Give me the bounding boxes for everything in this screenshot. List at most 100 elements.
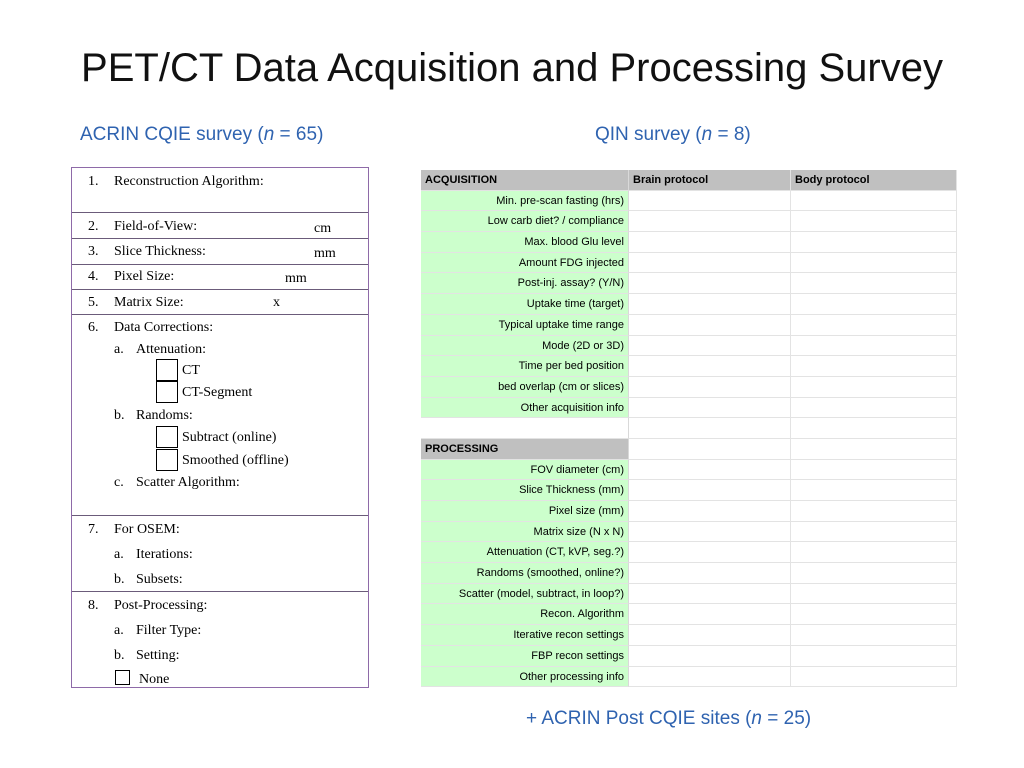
brain-protocol-cell[interactable] bbox=[629, 625, 791, 646]
brain-protocol-cell[interactable] bbox=[629, 232, 791, 253]
subquestion-label: Filter Type: bbox=[136, 623, 202, 638]
row-label: Post-inj. assay? (Y/N) bbox=[421, 273, 629, 295]
body-protocol-cell[interactable] bbox=[791, 397, 957, 419]
brain-protocol-cell[interactable] bbox=[629, 252, 791, 274]
row-label: FBP recon settings bbox=[421, 645, 629, 667]
brain-protocol-cell[interactable] bbox=[629, 335, 791, 357]
brain-protocol-cell[interactable] bbox=[629, 521, 791, 543]
question-number: 1. bbox=[88, 174, 99, 189]
brain-protocol-cell[interactable] bbox=[629, 583, 791, 605]
brain-protocol-cell[interactable] bbox=[629, 314, 791, 336]
brain-protocol-cell[interactable] bbox=[629, 273, 791, 295]
caption-text: ACRIN CQIE survey ( bbox=[80, 124, 264, 145]
question-label: For OSEM: bbox=[114, 522, 180, 537]
row-label: Other acquisition info bbox=[421, 397, 629, 419]
body-protocol-cell[interactable] bbox=[791, 521, 957, 543]
subquestion-label: Iterations: bbox=[136, 547, 193, 562]
question-number: 6. bbox=[88, 320, 99, 335]
body-protocol-cell[interactable] bbox=[791, 252, 957, 274]
body-protocol-cell[interactable] bbox=[791, 335, 957, 357]
row-label: Scatter (model, subtract, in loop?) bbox=[421, 583, 629, 605]
form-section-fov: 2. Field-of-View: cm bbox=[72, 213, 368, 239]
caption-text: = 25) bbox=[762, 708, 812, 729]
question-number: 8. bbox=[88, 598, 99, 613]
body-protocol-cell[interactable] bbox=[791, 604, 957, 626]
brain-protocol-cell[interactable] bbox=[629, 376, 791, 398]
form-section-recon: 1. Reconstruction Algorithm: bbox=[72, 168, 368, 213]
body-protocol-cell[interactable] bbox=[791, 645, 957, 667]
blank-cell bbox=[791, 438, 957, 460]
table-row: FOV diameter (cm) bbox=[421, 459, 957, 481]
header-cell-brain: Brain protocol bbox=[629, 170, 791, 191]
table-row: Amount FDG injected bbox=[421, 252, 957, 274]
checkbox-ct[interactable] bbox=[156, 359, 178, 381]
form-section-postprocessing: 8. Post-Processing: a. Filter Type: b. S… bbox=[72, 592, 368, 689]
table-row: Pixel size (mm) bbox=[421, 501, 957, 522]
body-protocol-cell[interactable] bbox=[791, 273, 957, 295]
brain-protocol-cell[interactable] bbox=[629, 356, 791, 377]
body-protocol-cell[interactable] bbox=[791, 583, 957, 605]
blank-cell bbox=[421, 418, 629, 439]
checkbox-randoms-smoothed[interactable] bbox=[156, 449, 178, 471]
sheet-blank-row bbox=[421, 418, 957, 439]
unit-label: cm bbox=[314, 221, 332, 236]
caption-acrin-cqie: ACRIN CQIE survey (n = 65) bbox=[80, 124, 323, 146]
body-protocol-cell[interactable] bbox=[791, 625, 957, 646]
body-protocol-cell[interactable] bbox=[791, 356, 957, 377]
acrin-survey-form: 1. Reconstruction Algorithm: 2. Field-of… bbox=[71, 167, 369, 688]
body-protocol-cell[interactable] bbox=[791, 563, 957, 584]
brain-protocol-cell[interactable] bbox=[629, 604, 791, 626]
brain-protocol-cell[interactable] bbox=[629, 459, 791, 481]
body-protocol-cell[interactable] bbox=[791, 211, 957, 233]
body-protocol-cell[interactable] bbox=[791, 232, 957, 253]
table-row: Other acquisition info bbox=[421, 397, 957, 419]
body-protocol-cell[interactable] bbox=[791, 480, 957, 501]
checkbox-none[interactable] bbox=[115, 670, 130, 685]
row-label: Slice Thickness (mm) bbox=[421, 480, 629, 501]
brain-protocol-cell[interactable] bbox=[629, 190, 791, 212]
body-protocol-cell[interactable] bbox=[791, 376, 957, 398]
table-row: Low carb diet? / compliance bbox=[421, 211, 957, 233]
caption-text: = 8) bbox=[712, 124, 751, 145]
row-label: Amount FDG injected bbox=[421, 252, 629, 274]
subquestion-letter: a. bbox=[114, 623, 124, 638]
option-label: CT-Segment bbox=[182, 385, 253, 400]
question-label: Post-Processing: bbox=[114, 598, 208, 613]
qin-survey-sheet: ACQUISITION Brain protocol Body protocol… bbox=[421, 170, 957, 688]
page-title: PET/CT Data Acquisition and Processing S… bbox=[81, 46, 943, 90]
row-label: Matrix size (N x N) bbox=[421, 521, 629, 543]
question-number: 2. bbox=[88, 219, 99, 234]
body-protocol-cell[interactable] bbox=[791, 459, 957, 481]
body-protocol-cell[interactable] bbox=[791, 294, 957, 315]
option-label: Smoothed (offline) bbox=[182, 453, 289, 468]
blank-cell bbox=[629, 438, 791, 460]
brain-protocol-cell[interactable] bbox=[629, 666, 791, 688]
checkbox-randoms-subtract[interactable] bbox=[156, 426, 178, 448]
body-protocol-cell[interactable] bbox=[791, 666, 957, 688]
brain-protocol-cell[interactable] bbox=[629, 294, 791, 315]
row-label: Pixel size (mm) bbox=[421, 501, 629, 522]
brain-protocol-cell[interactable] bbox=[629, 211, 791, 233]
body-protocol-cell[interactable] bbox=[791, 190, 957, 212]
question-number: 5. bbox=[88, 295, 99, 310]
checkbox-ct-segment[interactable] bbox=[156, 381, 178, 403]
question-label: Pixel Size: bbox=[114, 269, 175, 284]
table-row: Randoms (smoothed, online?) bbox=[421, 563, 957, 584]
body-protocol-cell[interactable] bbox=[791, 501, 957, 522]
brain-protocol-cell[interactable] bbox=[629, 480, 791, 501]
brain-protocol-cell[interactable] bbox=[629, 397, 791, 419]
table-row: bed overlap (cm or slices) bbox=[421, 376, 957, 398]
brain-protocol-cell[interactable] bbox=[629, 645, 791, 667]
row-label: Min. pre-scan fasting (hrs) bbox=[421, 190, 629, 212]
body-protocol-cell[interactable] bbox=[791, 542, 957, 564]
option-label: CT bbox=[182, 363, 200, 378]
sheet-processing-header-row: PROCESSING bbox=[421, 438, 957, 460]
brain-protocol-cell[interactable] bbox=[629, 542, 791, 564]
brain-protocol-cell[interactable] bbox=[629, 563, 791, 584]
brain-protocol-cell[interactable] bbox=[629, 501, 791, 522]
table-row: Other processing info bbox=[421, 666, 957, 688]
subquestion-label: Scatter Algorithm: bbox=[136, 475, 240, 490]
option-label: None bbox=[139, 672, 170, 687]
table-row: Matrix size (N x N) bbox=[421, 521, 957, 543]
body-protocol-cell[interactable] bbox=[791, 314, 957, 336]
